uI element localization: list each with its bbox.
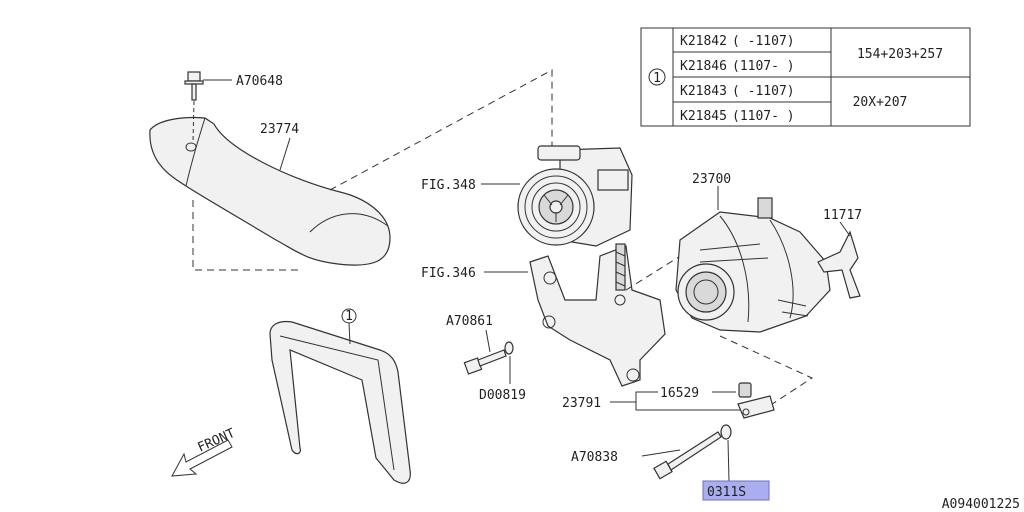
front-arrow-icon — [171, 439, 233, 477]
label-d00819: D00819 — [479, 388, 526, 403]
alternator-23700[interactable] — [675, 197, 831, 333]
label-0311s: 0311S — [707, 485, 746, 500]
label-a70861: A70861 — [446, 314, 493, 329]
bracket-fig346[interactable] — [529, 243, 666, 387]
table-part: K21842 — [680, 34, 727, 49]
label-11717: 11717 — [823, 208, 862, 223]
table-part: K21845 — [680, 109, 727, 124]
table-size: 20X+207 — [853, 95, 908, 110]
label-fig348: FIG.348 — [421, 178, 476, 193]
label-front: FRONT — [196, 426, 238, 456]
label-16529: 16529 — [660, 386, 699, 401]
bracket-11717[interactable] — [817, 230, 861, 299]
table-range: (1107- ) — [732, 109, 795, 124]
washer-d00819[interactable] — [504, 341, 514, 355]
power-steering-pump[interactable] — [517, 145, 633, 247]
cover-23774[interactable] — [149, 116, 391, 266]
nut-16529[interactable] — [738, 382, 752, 398]
table-range: ( -1107) — [732, 84, 795, 99]
table-part: K21846 — [680, 59, 727, 74]
washer-0311s[interactable] — [720, 424, 732, 440]
bolt-a70861[interactable] — [463, 349, 507, 375]
label-fig346: FIG.346 — [421, 266, 476, 281]
adjuster-23791[interactable] — [737, 395, 775, 419]
table-marker-circle — [648, 68, 666, 86]
label-a70648: A70648 — [236, 74, 283, 89]
highlighted-part-box[interactable] — [702, 480, 770, 501]
label-23700: 23700 — [692, 172, 731, 187]
diagram-id: A094001225 — [942, 497, 1020, 512]
table-part: K21843 — [680, 84, 727, 99]
label-23774: 23774 — [260, 122, 299, 137]
table-marker: 1 — [653, 71, 661, 86]
belt-marker: 1 — [345, 309, 353, 324]
table-range: ( -1107) — [732, 34, 795, 49]
bolt-a70648[interactable] — [184, 71, 204, 101]
label-a70838: A70838 — [571, 450, 618, 465]
table-size: 154+203+257 — [857, 47, 943, 62]
v-belt[interactable] — [269, 320, 411, 484]
table-range: (1107- ) — [732, 59, 795, 74]
bolt-a70838[interactable] — [653, 431, 722, 480]
label-23791: 23791 — [562, 396, 601, 411]
parts-table: 1 K21842 ( -1107) K21846 (1107- ) K21843… — [640, 27, 971, 127]
